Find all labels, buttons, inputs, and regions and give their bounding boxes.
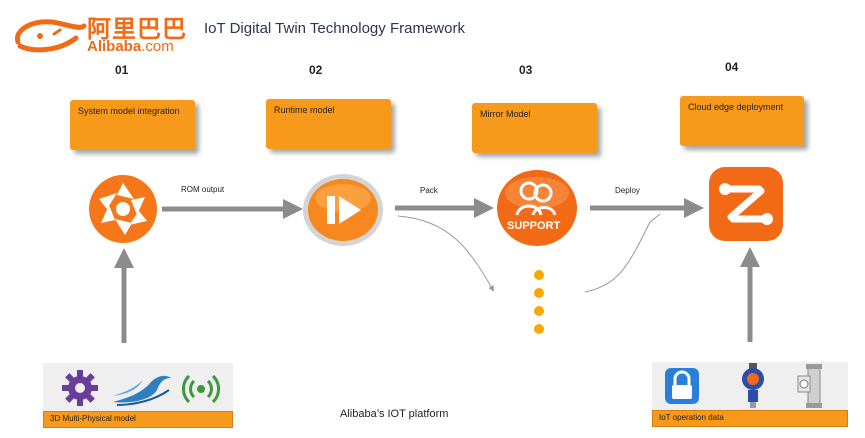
- dot-4: [534, 324, 544, 334]
- dot-1: [534, 270, 544, 280]
- step-number-2: 02: [309, 63, 323, 77]
- step-box-mirror-model: Mirror Model: [472, 103, 597, 153]
- bottom-right-label: IoT operation data: [652, 410, 848, 427]
- flow-meter-icon: [797, 364, 822, 408]
- curve-from-dots: [584, 213, 661, 293]
- dot-3: [534, 306, 544, 316]
- cloud-edge-logo-icon: [709, 167, 783, 241]
- platform-label: Alibaba’s IOT platform: [340, 408, 449, 420]
- alibaba-logo: [10, 12, 190, 58]
- step-number-3: 03: [519, 63, 533, 77]
- support-icon-text: SUPPORT: [507, 220, 561, 232]
- signal-icon: [182, 374, 220, 404]
- label-pack: Pack: [420, 186, 438, 195]
- support-icon: SUPPORT: [495, 169, 579, 247]
- step-number-1: 01: [115, 63, 129, 77]
- play-forward-icon: [303, 174, 383, 246]
- page-title: IoT Digital Twin Technology Framework: [204, 20, 465, 37]
- step-box-runtime-model: Runtime model: [266, 99, 391, 149]
- bottom-left-label: 3D Multi-Physical model: [43, 411, 233, 428]
- aperture-icon: [89, 175, 157, 243]
- dot-2: [534, 288, 544, 298]
- logo-chinese-text: 阿里巴巴: [87, 16, 187, 43]
- logo-english-text: Alibaba.com: [87, 38, 174, 55]
- step-number-4: 04: [725, 60, 739, 74]
- alibaba-smile-icon: [15, 19, 87, 53]
- curve-to-dots: [397, 215, 494, 292]
- wave-icon: [113, 375, 171, 406]
- label-rom-output: ROM output: [181, 185, 225, 194]
- step-box-system-model-integration: System model integration: [70, 100, 195, 150]
- gear-icon: [62, 370, 98, 406]
- step-box-cloud-edge-deployment: Cloud edge deployment: [680, 96, 804, 146]
- label-deploy: Deploy: [615, 186, 640, 195]
- lock-app-icon: [665, 368, 699, 404]
- pressure-sensor-icon: [742, 363, 764, 408]
